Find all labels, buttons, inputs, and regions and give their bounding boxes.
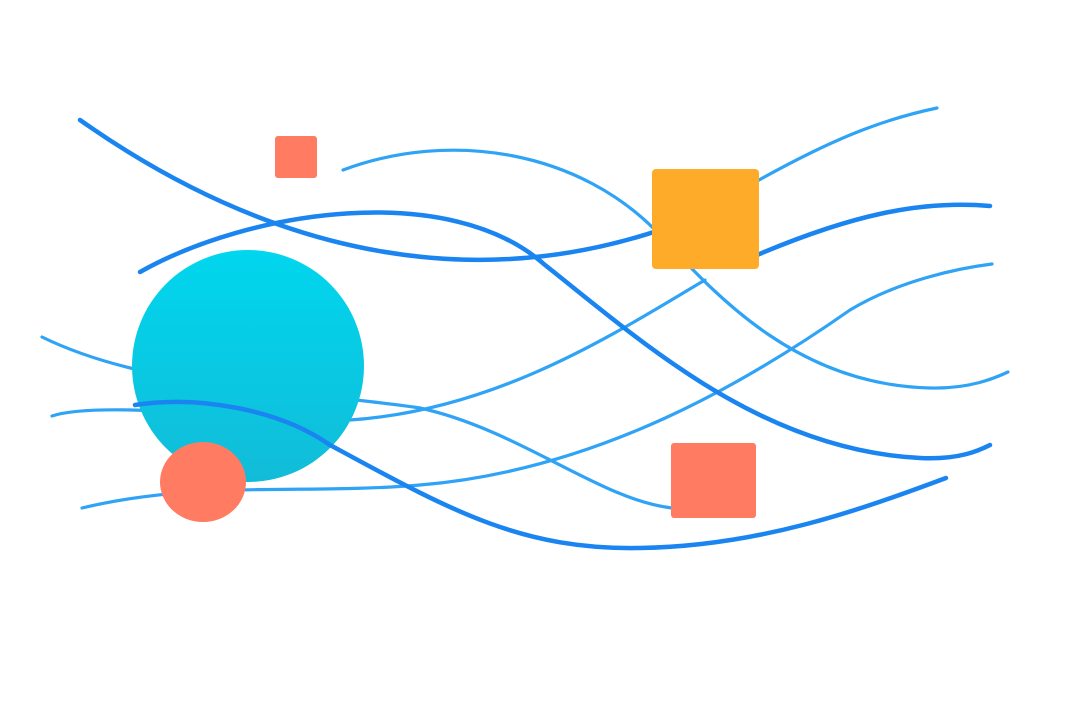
coral-circle — [160, 442, 246, 522]
coral-square-large — [671, 443, 756, 518]
wave-line — [748, 106, 939, 187]
orange-square — [652, 169, 759, 269]
wave-line — [132, 399, 949, 551]
wave-line — [137, 210, 993, 461]
coral-square-small — [275, 136, 317, 178]
wave-line — [747, 202, 993, 261]
wave-line — [341, 148, 1010, 390]
wave-line — [77, 117, 663, 262]
cyan-circle — [132, 250, 364, 482]
